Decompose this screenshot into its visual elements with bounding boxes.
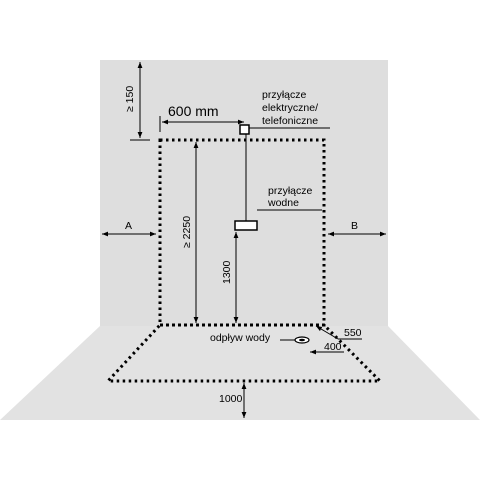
label-height-1300: 1300 <box>221 260 233 284</box>
label-depth-1000: 1000 <box>219 393 243 405</box>
label-min-150: ≥ 150 <box>124 86 136 112</box>
dim-550-line <box>315 325 339 340</box>
label-drain: odpływ wody <box>210 332 271 344</box>
label-water-1: przyłącze <box>268 185 313 197</box>
electrical-outlet <box>239 124 250 135</box>
label-water-2: wodne <box>267 197 299 209</box>
label-electrical-1: przyłącze <box>262 89 307 101</box>
shower-outline-floor <box>104 323 384 383</box>
label-electrical-2: elektryczne/ <box>262 102 318 114</box>
label-side-a: A <box>125 220 132 232</box>
label-width-600: 600 mm <box>168 103 219 119</box>
label-dim-400: 400 <box>324 341 342 353</box>
label-dim-550: 550 <box>344 327 362 339</box>
label-electrical-3: telefoniczne <box>262 115 318 127</box>
back-wall <box>100 60 388 326</box>
drain-center <box>299 338 305 342</box>
label-side-b: B <box>351 220 358 232</box>
floor <box>0 326 480 420</box>
water-connection <box>234 220 258 231</box>
label-min-2250: ≥ 2250 <box>181 216 193 248</box>
